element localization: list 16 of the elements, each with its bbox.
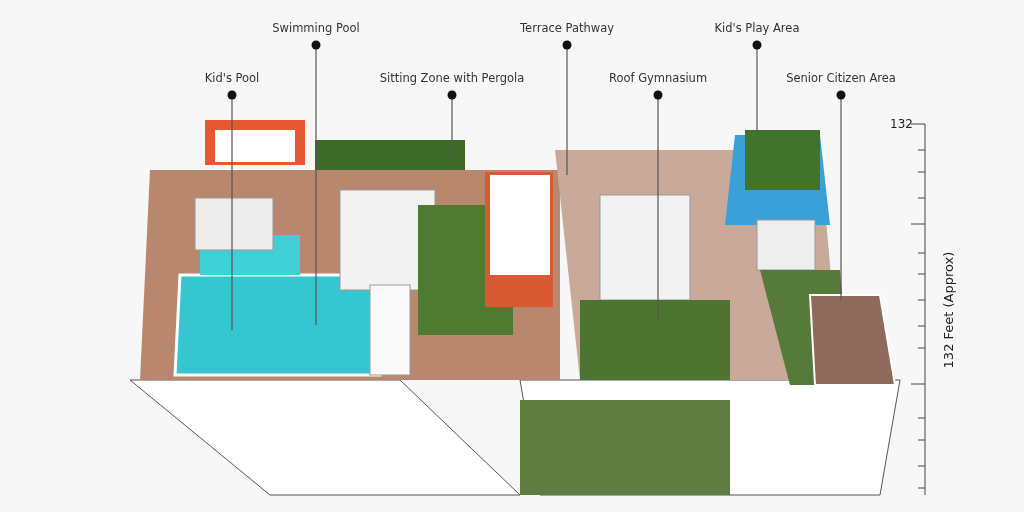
callout-label: Kid's Play Area — [714, 21, 800, 35]
leader-line — [653, 90, 663, 321]
leader-line — [311, 40, 321, 326]
callout-label: Senior Citizen Area — [786, 71, 896, 85]
callout-label: Sitting Zone with Pergola — [379, 71, 525, 85]
callout-label: Kid's Pool — [204, 71, 260, 85]
callout-label: Roof Gymnasium — [608, 71, 708, 85]
leader-line — [227, 90, 237, 331]
leader-line — [562, 40, 572, 176]
scale-value: 132 — [890, 117, 913, 131]
callout-label: Swimming Pool — [272, 21, 360, 35]
scale-label: 132 Feet (Approx) — [940, 251, 956, 369]
leader-line — [836, 90, 846, 301]
leader-line — [752, 40, 762, 131]
callout-label: Terrace Pathway — [520, 21, 614, 35]
leader-line — [447, 90, 457, 151]
